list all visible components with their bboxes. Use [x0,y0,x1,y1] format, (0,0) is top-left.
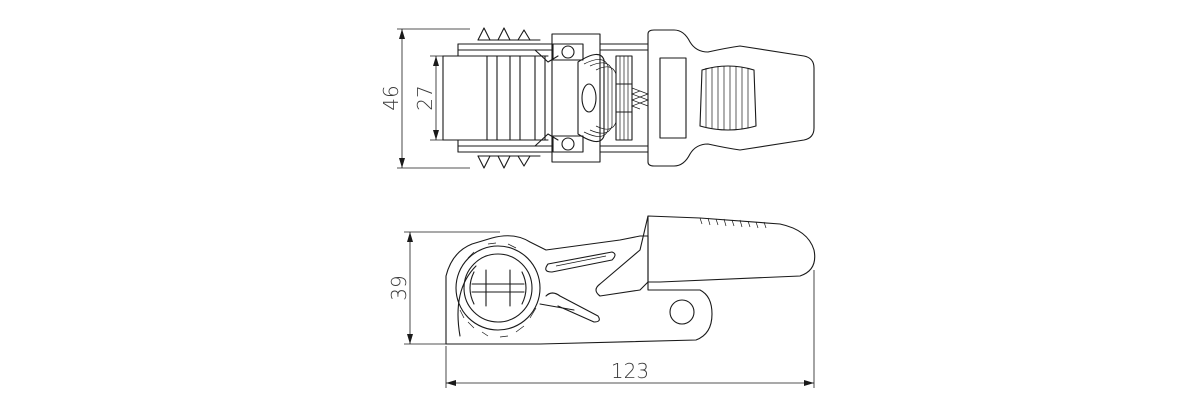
dimension-27: 27 [413,55,455,141]
side-handle [595,215,816,297]
dimension-39: 39 [387,231,500,345]
dimension-46-label: 46 [379,85,403,110]
dimension-27-label: 27 [413,85,437,110]
dimension-46: 46 [379,28,470,169]
dimension-123-label: 123 [611,359,649,383]
side-spool [455,242,541,338]
dimension-123: 123 [445,270,815,388]
top-spool-area [442,27,559,169]
side-view: 39 123 [387,215,816,388]
top-frame [551,33,649,163]
top-view: 46 27 [379,27,815,169]
top-handle [647,29,815,167]
side-base [445,235,713,345]
side-pawls [539,251,695,325]
dimension-39-label: 39 [387,275,411,300]
